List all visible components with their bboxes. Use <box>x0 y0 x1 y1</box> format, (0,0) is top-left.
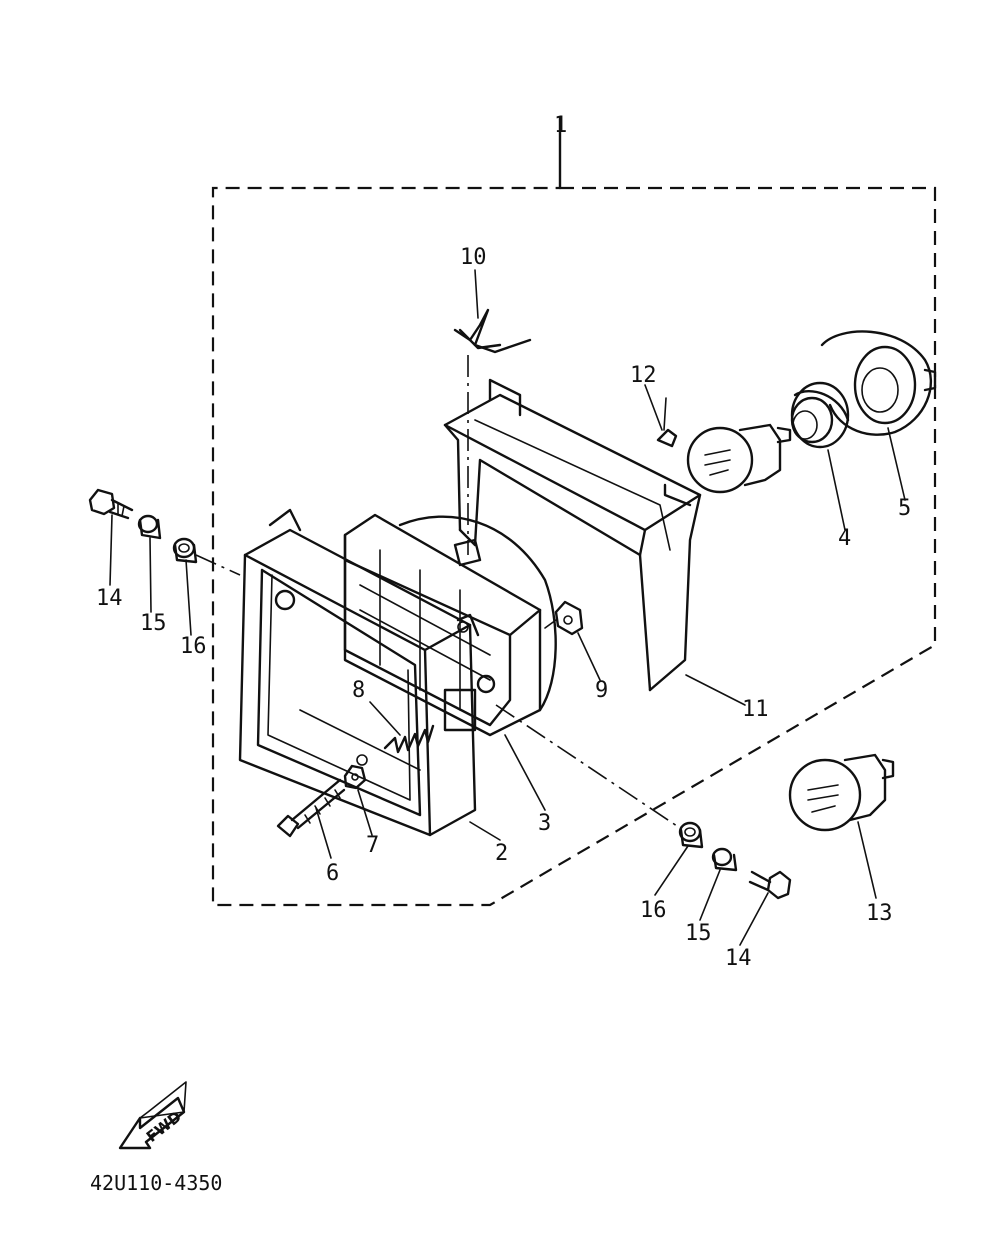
part-16-grommet-left <box>172 537 241 576</box>
part-2-rim <box>238 508 496 837</box>
callout-15-right: 15 <box>685 921 712 946</box>
callout-labels: 1 10 12 5 4 14 15 16 9 8 11 3 7 2 6 16 1… <box>96 113 911 971</box>
part-14-bolt-left <box>88 488 134 520</box>
callout-12: 12 <box>630 363 657 388</box>
part-12-screw <box>656 397 678 448</box>
part-16-grommet-right <box>495 704 704 849</box>
part-15-collar-left <box>137 514 162 540</box>
callout-16-left: 16 <box>180 634 207 659</box>
callout-3: 3 <box>538 811 551 836</box>
part-11-body <box>443 378 702 692</box>
callout-7: 7 <box>366 833 379 858</box>
part-9-nut <box>544 600 584 636</box>
callout-16-right: 16 <box>640 898 667 923</box>
callout-6: 6 <box>326 861 339 886</box>
part-4-socket-cord <box>790 381 850 449</box>
part-10-spring <box>453 308 532 555</box>
assembly-boundary <box>211 116 937 907</box>
part-3-lens-unit <box>343 513 557 737</box>
callout-14-right: 14 <box>725 946 752 971</box>
part-5-bulb-cover <box>820 330 937 436</box>
callout-4: 4 <box>838 526 851 551</box>
fwd-arrow-icon: FWD <box>118 1081 187 1150</box>
callout-2: 2 <box>495 841 508 866</box>
callout-1: 1 <box>554 113 567 138</box>
part-8-spring <box>369 701 435 754</box>
callout-9: 9 <box>595 678 608 703</box>
part-15-collar-right <box>711 847 738 872</box>
part-7-nut <box>343 764 367 790</box>
part-14-bolt-right <box>748 870 792 900</box>
callout-8: 8 <box>352 678 365 703</box>
callout-13: 13 <box>866 901 893 926</box>
callout-5: 5 <box>898 496 911 521</box>
part-13-bulb <box>788 753 895 832</box>
part-6-screw <box>276 778 346 838</box>
callout-15-left: 15 <box>140 611 167 636</box>
callout-11: 11 <box>742 697 769 722</box>
leader-lines <box>109 269 906 946</box>
callout-14-left: 14 <box>96 586 123 611</box>
callout-10: 10 <box>460 245 487 270</box>
bulb-in-socket <box>686 423 792 494</box>
drawing-code: 42U110-4350 <box>90 1171 222 1195</box>
